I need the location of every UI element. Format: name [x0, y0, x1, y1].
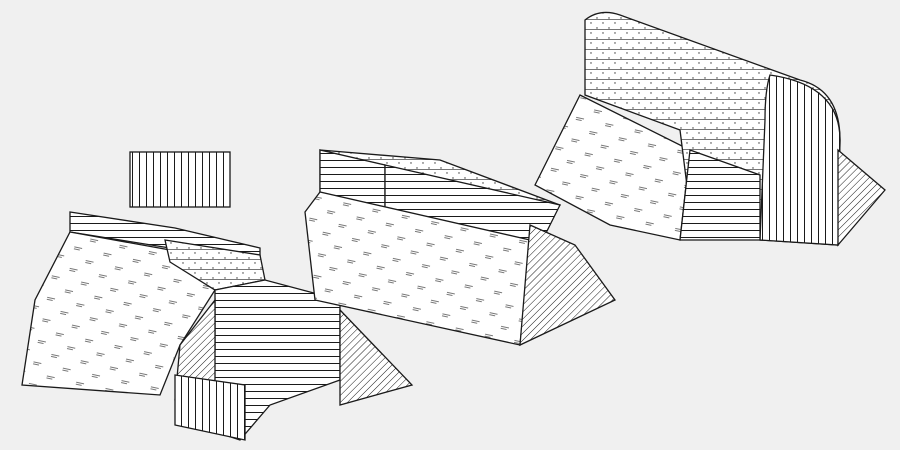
rear-log-tower: [129, 151, 231, 208]
log-box-rampart: [304, 149, 616, 347]
rounded-log-mound: [534, 11, 886, 247]
side-hatch: [519, 224, 616, 347]
end-slope-hatch: [339, 308, 414, 406]
end-slope-hatch: [837, 148, 886, 247]
front-log-crib: [174, 374, 246, 441]
stepped-log-rampart: [21, 151, 414, 441]
front-log-crib: [679, 149, 761, 241]
log-end-section: [759, 74, 841, 246]
